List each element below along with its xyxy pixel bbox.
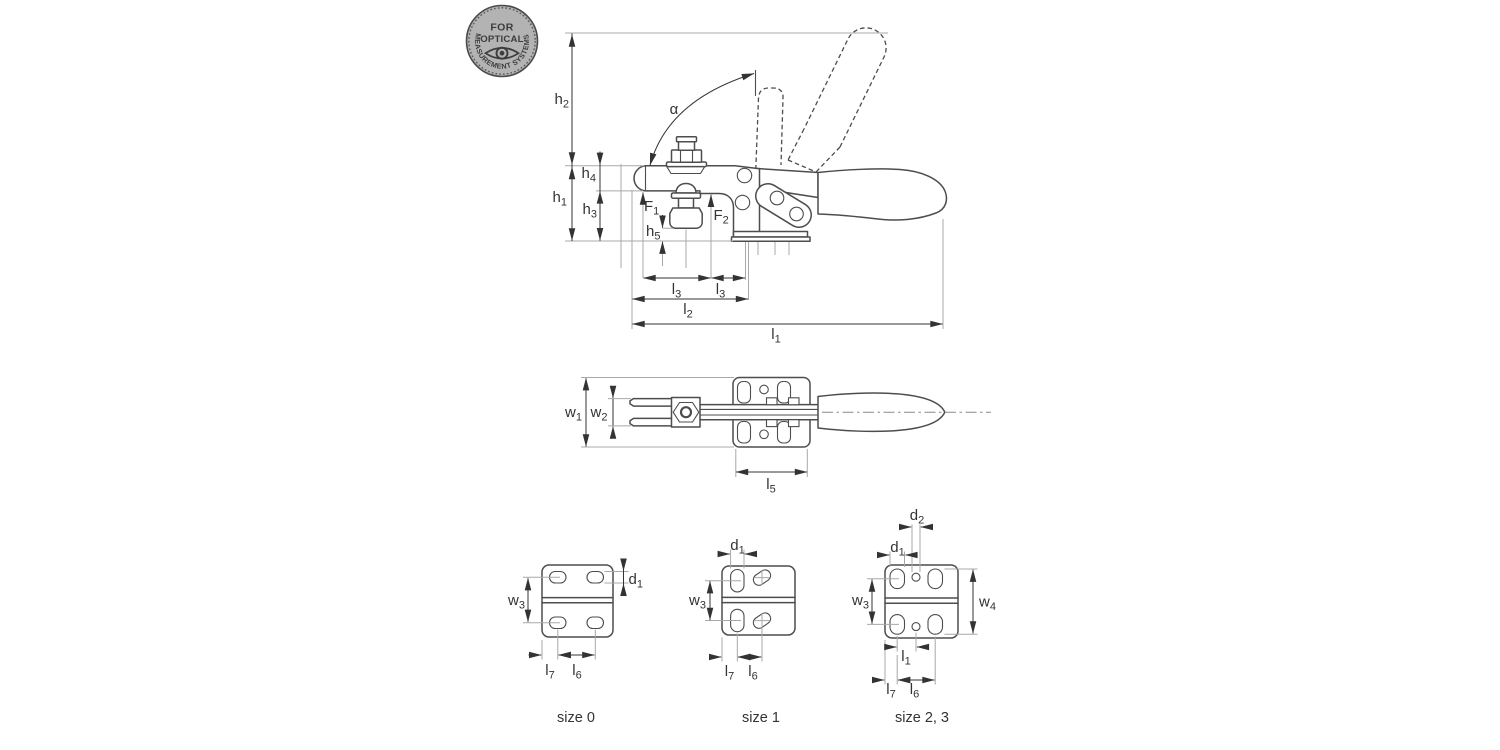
dim-label-alpha: α — [670, 101, 679, 118]
top-view-extension-lines — [581, 377, 808, 477]
plate-size-0-dimensions: w3 d1 l7 l6 — [507, 558, 643, 682]
badge-line-2: OPTICAL — [480, 34, 524, 45]
dim-alpha: α — [649, 73, 755, 166]
dashed-clamp-arm — [754, 87, 784, 178]
caption-size-2-3: size 2, 3 — [895, 710, 949, 726]
dim-label-w3-size0: w3 — [507, 592, 525, 612]
dim-label-h3: h3 — [583, 201, 597, 221]
dim-label-d1-size1: d1 — [730, 537, 744, 557]
dim-l3-l3: l3 l3 — [643, 274, 746, 301]
dim-label-h2: h2 — [555, 91, 569, 111]
dim-label-h5: h5 — [646, 223, 660, 243]
dim-h5: h5 — [646, 215, 666, 254]
dim-label-l1: l1 — [771, 326, 780, 346]
dim-label-w4: w4 — [978, 594, 996, 614]
side-view: h2 h1 h4 h3 h5 F1 F2 — [553, 27, 948, 346]
side-view-extension-lines — [565, 32, 944, 329]
optical-measurement-badge: FOR OPTICAL MEASUREMENT SYSTEMS — [465, 4, 539, 78]
spindle-with-pad — [669, 182, 703, 230]
link-hole-lower — [789, 206, 804, 222]
open-position-dashed — [754, 27, 887, 178]
dim-label-l7-size23: l7 — [886, 681, 895, 701]
pivot-hole-upper — [736, 167, 753, 184]
plate-size-0-extension-lines — [523, 571, 629, 660]
drawbar-shaft — [699, 403, 819, 421]
caption-size-1: size 1 — [742, 710, 780, 726]
dim-label-d1-size0: d1 — [629, 571, 643, 591]
top-view: w1 w2 l5 — [564, 376, 991, 496]
handle-grip — [817, 168, 948, 221]
dim-label-f1: F1 — [644, 198, 659, 218]
dim-label-h1: h1 — [553, 189, 567, 209]
clamp-solid-parts — [633, 136, 948, 242]
dim-h2-h1-column: h2 h1 — [553, 33, 576, 241]
dim-label-w3-size23: w3 — [851, 592, 869, 612]
badge-circle — [465, 4, 539, 78]
link-hole-upper — [769, 190, 785, 206]
clamp-arm-and-upright — [633, 165, 761, 242]
dim-label-h4: h4 — [582, 165, 596, 185]
dim-label-l6-size1: l6 — [748, 663, 757, 683]
dim-label-f2: F2 — [714, 207, 729, 227]
handle-grip-top-view — [817, 392, 946, 433]
hex-nut-block — [670, 396, 701, 428]
dim-label-l5: l5 — [766, 476, 775, 496]
dim-label-l6-size23: l6 — [910, 681, 919, 701]
dim-label-l2: l2 — [683, 301, 692, 321]
mounting-plate-size-1: d1 w3 l7 l6 — [688, 537, 796, 683]
dim-label-w1: w1 — [564, 404, 582, 424]
dim-l1: l1 — [632, 320, 943, 346]
dim-label-l6-size0: l6 — [572, 662, 581, 682]
dim-label-l7-size1: l7 — [725, 663, 734, 683]
dim-label-l7-size0: l7 — [545, 662, 554, 682]
mounting-plate-size-0: w3 d1 l7 l6 — [507, 558, 643, 682]
side-view-dimensions: h2 h1 h4 h3 h5 F1 F2 — [553, 33, 943, 346]
plate-size-1-dimensions: d1 w3 l7 l6 — [688, 537, 762, 683]
dim-l2: l2 — [632, 295, 749, 321]
base-flange — [730, 236, 811, 242]
badge-line-1: FOR — [490, 22, 513, 34]
top-view-dimensions: w1 w2 l5 — [564, 377, 808, 496]
plate-size-1-extension-lines — [705, 549, 770, 662]
top-view-plate-features — [736, 380, 792, 444]
caption-size-0: size 0 — [557, 710, 595, 726]
dim-label-l3-left: l3 — [672, 281, 681, 301]
dim-label-d1-size23: d1 — [890, 539, 904, 559]
plate-size-2-3-extension-lines — [867, 524, 978, 685]
pivot-hole-lower — [734, 194, 751, 211]
size-captions: size 0 size 1 size 2, 3 — [557, 710, 949, 726]
dashed-handle-socket — [787, 128, 841, 173]
dim-label-w3-size1: w3 — [688, 592, 706, 612]
dim-h4-h3-column: h4 h3 — [582, 151, 604, 241]
shaft-tabs — [765, 397, 800, 428]
eye-icon — [483, 46, 521, 60]
mounting-plate-size-2-3: d2 d1 w3 w4 l1 l7 l6 — [851, 507, 996, 701]
base-foot — [732, 230, 809, 238]
dim-label-d2: d2 — [910, 507, 924, 527]
dim-label-l3-right: l3 — [716, 281, 725, 301]
badge-serrated-ring — [468, 7, 536, 75]
plate-size-2-3-dimensions: d2 d1 w3 w4 l1 l7 l6 — [851, 507, 996, 701]
dim-label-l1-size23: l1 — [901, 648, 910, 668]
dim-label-w2: w2 — [590, 404, 608, 424]
dashed-handle-grip — [803, 27, 887, 148]
force-arrows: F1 F2 — [639, 192, 729, 227]
rubber-pad — [669, 207, 703, 230]
